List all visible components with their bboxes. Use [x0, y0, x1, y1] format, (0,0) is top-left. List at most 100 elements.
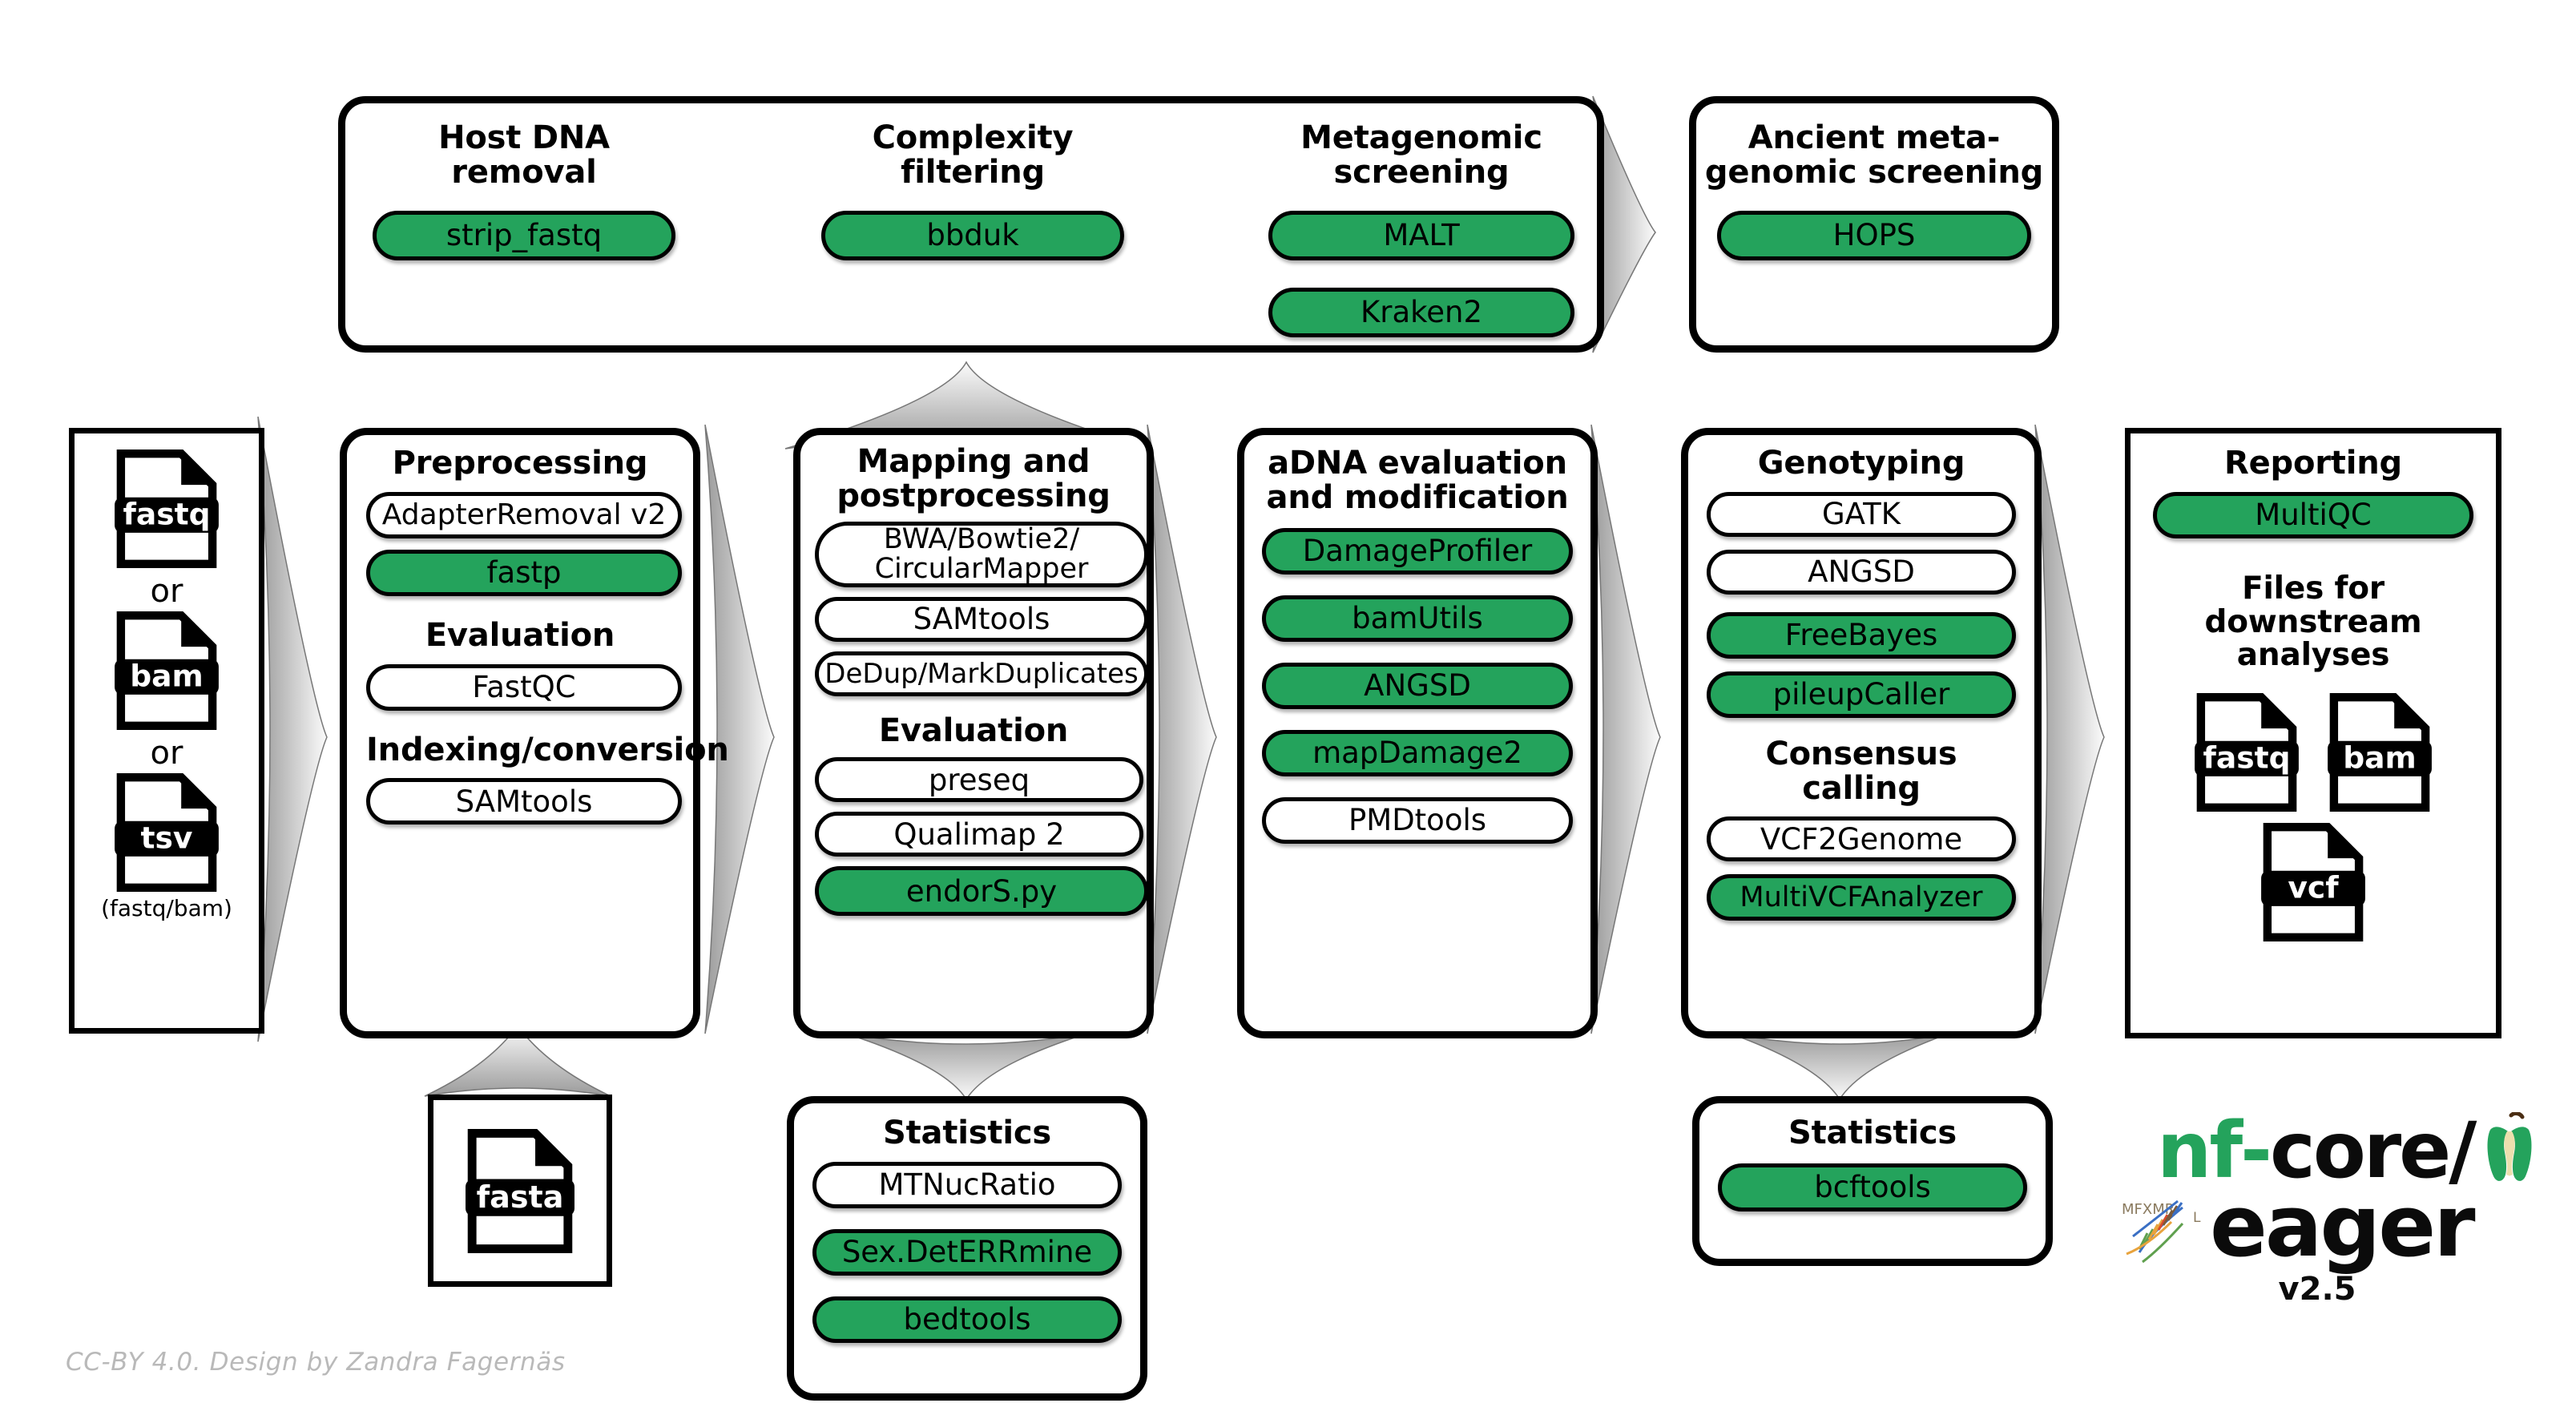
svg-text:L: L	[2193, 1210, 2201, 1226]
arrow-fasta-to-preprocessing	[424, 1024, 611, 1097]
subsection-title-evaluation-mapping: Evaluation	[878, 712, 1069, 749]
adna-panel: aDNA evaluation and modification DamageP…	[1237, 428, 1598, 1038]
file-icon-fasta: fasta	[466, 1128, 574, 1253]
file-icon-bam: bam	[115, 611, 219, 730]
tool-pill-adapterremoval[interactable]: AdapterRemoval v2	[366, 491, 682, 538]
subsection-title-evaluation: Evaluation	[425, 616, 615, 654]
tool-pill-kraken2[interactable]: Kraken2	[1268, 287, 1574, 337]
title-line-2: filtering	[901, 153, 1045, 191]
genotyping-panel: Genotyping GATK ANGSD FreeBayes pileupCa…	[1681, 428, 2042, 1038]
tool-pill-pileupcaller[interactable]: pileupCaller	[1707, 671, 2016, 718]
tool-pill-strip-fastq[interactable]: strip_fastq	[373, 210, 675, 260]
apple-core-icon	[2482, 1111, 2537, 1189]
arrow-adna-to-genotyping	[1590, 424, 1661, 1034]
tool-pill-qualimap2[interactable]: Qualimap 2	[815, 812, 1143, 857]
file-icon-fastq: fastq	[115, 450, 219, 568]
section-title: Host DNA removal	[368, 121, 680, 190]
section-host-dna-removal: Host DNA removal strip_fastq	[368, 121, 680, 260]
tool-pill-fastp[interactable]: fastp	[366, 549, 682, 596]
logo-line-2: MFXMR L	[2115, 1184, 2548, 1269]
file-icon-fastq-output: fastq	[2195, 692, 2299, 812]
tool-pill-pmdtools[interactable]: PMDtools	[1262, 796, 1573, 844]
tool-pill-freebayes[interactable]: FreeBayes	[1707, 611, 2016, 659]
svg-text:bam: bam	[130, 658, 204, 693]
reference-fasta-panel: fasta	[428, 1095, 612, 1287]
tool-pill-bwa-bowtie2-circularmapper[interactable]: BWA/Bowtie2/ CircularMapper	[815, 521, 1148, 587]
title-line-1: Files for downstream	[2204, 570, 2422, 640]
ancient-metagenomic-panel: Ancient meta- genomic screening HOPS	[1689, 96, 2059, 353]
section-metagenomic-screening: Metagenomic screening MALT Kraken2	[1265, 121, 1578, 337]
tool-pill-mapdamage2[interactable]: mapDamage2	[1262, 729, 1573, 776]
section-title-mapping: Mapping and postprocessing	[815, 445, 1132, 514]
file-icon-vcf-output: vcf	[2261, 822, 2365, 941]
statistics-left-panel: Statistics MTNucRatio Sex.DetERRmine bed…	[787, 1096, 1147, 1401]
arrow-genotyping-to-reporting	[2034, 424, 2105, 1034]
tool-pill-fastqc[interactable]: FastQC	[366, 663, 682, 711]
tool-pill-bedtools[interactable]: bedtools	[812, 1296, 1122, 1343]
credit-text: CC-BY 4.0. Design by Zandra Fagernäs	[66, 1348, 566, 1377]
tool-pill-angsd-genotyping[interactable]: ANGSD	[1707, 549, 2016, 595]
tool-pill-multiqc[interactable]: MultiQC	[2153, 491, 2473, 538]
pill-line-2: CircularMapper	[874, 552, 1089, 585]
arrow-mapping-to-adna	[1147, 424, 1217, 1034]
tool-pill-vcf2genome[interactable]: VCF2Genome	[1707, 816, 2016, 862]
title-line-2: genomic screening	[1704, 153, 2044, 191]
tool-pill-malt[interactable]: MALT	[1268, 210, 1574, 260]
pill-line-1: BWA/Bowtie2/	[883, 522, 1080, 555]
tool-pill-hops[interactable]: HOPS	[1717, 210, 2031, 260]
arrow-mapping-to-stats-left	[845, 1033, 1087, 1101]
tool-pill-samtools-mapping[interactable]: SAMtools	[815, 596, 1148, 642]
tool-pill-multivcfanalyzer[interactable]: MultiVCFAnalyzer	[1707, 874, 2016, 921]
svg-text:fastq: fastq	[2203, 740, 2290, 775]
tool-pill-bamutils[interactable]: bamUtils	[1262, 595, 1573, 642]
logo-dash-text: -	[2240, 1106, 2272, 1195]
downstream-files-title: Files for downstream analyses	[2148, 570, 2478, 672]
svg-text:bam: bam	[2343, 740, 2417, 775]
title-line-2: postprocessing	[836, 477, 1111, 514]
section-title-preprocessing: Preprocessing	[392, 445, 648, 482]
statistics-right-panel: Statistics bcftools	[1692, 1096, 2053, 1266]
logo-line-1: nf - core/	[2157, 1106, 2548, 1195]
tool-pill-bbduk[interactable]: bbduk	[821, 210, 1124, 260]
section-title-ancient-meta: Ancient meta- genomic screening	[1696, 121, 2052, 190]
svg-text:fasta: fasta	[477, 1179, 564, 1214]
title-line-1: Complexity	[872, 119, 1074, 156]
logo-nf-text: nf	[2157, 1106, 2243, 1195]
top-group-panel: Host DNA removal strip_fastq Complexity …	[338, 96, 1604, 353]
input-separator-1: or	[150, 573, 183, 610]
svg-text:vcf: vcf	[2288, 869, 2339, 905]
preprocessing-panel: Preprocessing AdapterRemoval v2 fastp Ev…	[340, 428, 729, 1038]
tool-pill-mtnucratio[interactable]: MTNucRatio	[812, 1161, 1122, 1208]
tool-pill-samtools-preprocessing[interactable]: SAMtools	[366, 778, 682, 825]
tool-pill-damageprofiler[interactable]: DamageProfiler	[1262, 527, 1573, 575]
tool-pill-dedup-markduplicates[interactable]: DeDup/MarkDuplicates	[815, 651, 1148, 696]
tool-pill-sex-determine[interactable]: Sex.DetERRmine	[812, 1228, 1122, 1276]
tool-pill-preseq[interactable]: preseq	[815, 757, 1143, 803]
mapping-panel: Mapping and postprocessing BWA/Bowtie2/ …	[793, 428, 1154, 1038]
subsection-title-consensus-calling: Consensus calling	[1765, 735, 1957, 807]
section-title-statistics-left: Statistics	[883, 1115, 1051, 1151]
tool-pill-endors-py[interactable]: endorS.py	[815, 866, 1148, 917]
arrow-genotyping-to-stats-right	[1730, 1033, 1949, 1101]
logo-core-text: core/	[2269, 1106, 2477, 1195]
title-line-1: Ancient meta-	[1748, 119, 2001, 156]
title-line-2: removal	[451, 153, 597, 191]
dna-helix-icon: MFXMR L	[2115, 1187, 2213, 1267]
file-icon-bam-output: bam	[2328, 692, 2432, 812]
reporting-panel: Reporting MultiQC Files for downstream a…	[2125, 428, 2501, 1038]
subsection-title-indexing: Indexing/conversion	[366, 731, 729, 768]
input-note: (fastq/bam)	[101, 895, 232, 921]
tool-pill-gatk[interactable]: GATK	[1707, 491, 2016, 537]
tool-pill-angsd-adna[interactable]: ANGSD	[1262, 662, 1573, 709]
svg-text:tsv: tsv	[141, 820, 193, 855]
svg-text:fastq: fastq	[123, 496, 210, 531]
tool-pill-bcftools[interactable]: bcftools	[1718, 1163, 2027, 1211]
title-line-1: Metagenomic	[1300, 119, 1542, 156]
arrow-inputs-to-preprocessing	[257, 416, 328, 1042]
section-complexity-filtering: Complexity filtering bbduk	[816, 121, 1129, 260]
title-line-1: aDNA evaluation	[1268, 445, 1567, 482]
section-title-genotyping: Genotyping	[1757, 445, 1965, 482]
section-title: Metagenomic screening	[1265, 121, 1578, 190]
